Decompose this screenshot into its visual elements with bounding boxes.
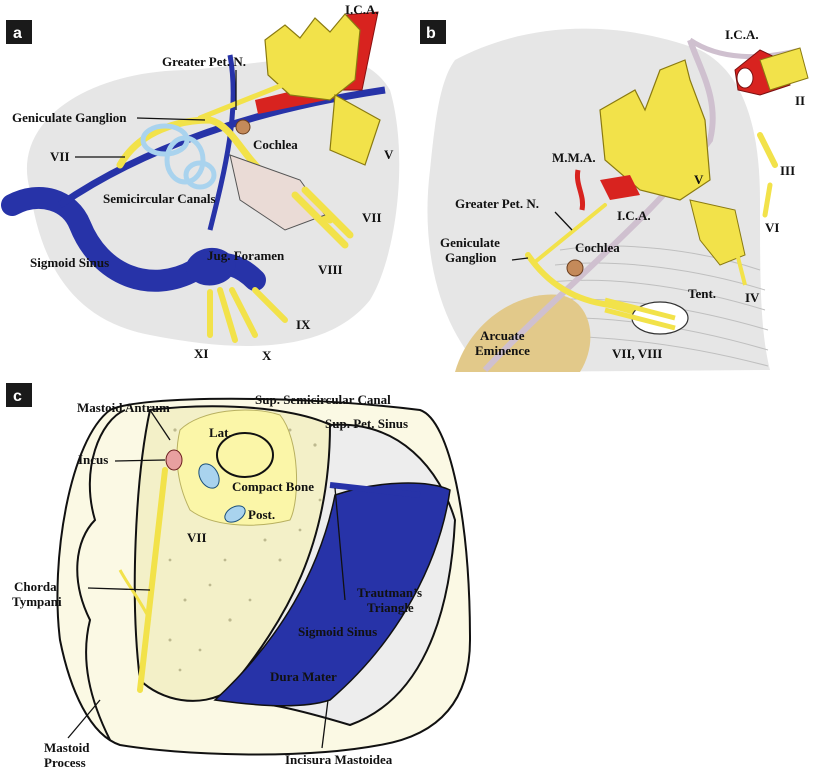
- panel-a-label-jug-foramen: Jug. Foramen: [207, 248, 285, 263]
- panel-a-greater-pet-nerve: [197, 75, 303, 121]
- panel-c-label-compact-bone: Compact Bone: [232, 479, 314, 494]
- panel-c-label-dura-mater: Dura Mater: [270, 669, 337, 684]
- panel-a-lower-cranial-nerves: [207, 287, 288, 343]
- panel-b-label-ica-mid: I.C.A.: [617, 208, 651, 223]
- panel-b-label-iii: III: [780, 163, 795, 178]
- panel-a-cochlea-shape: [235, 119, 251, 135]
- panel-a-label-vii-left: VII: [50, 149, 70, 164]
- panel-c-label-chorda-1: Chorda: [14, 579, 57, 594]
- panel-a-trigeminal-ganglion: [264, 13, 361, 101]
- panel-c-leader-incisura: [321, 699, 329, 749]
- panel-c-label-sigmoid-sinus: Sigmoid Sinus: [298, 624, 377, 639]
- panel-b-cn-iii: [757, 132, 778, 168]
- panel-c-leader-mastoid-antrum: [149, 409, 171, 441]
- panel-b-label-tent: Tent.: [688, 286, 716, 301]
- panel-a-label-cochlea: Cochlea: [253, 137, 298, 152]
- panel-c-label-mastoid-1: Mastoid: [44, 740, 90, 755]
- panel-a-label-x: X: [262, 348, 272, 363]
- panel-a-semicircular-canals: [140, 123, 217, 190]
- panel-c-sup-canal: [216, 432, 274, 478]
- panel-b-leader-geniculate: [511, 257, 529, 261]
- panel-a-label-ica: I.C.A.: [345, 2, 379, 17]
- panel-a-label-vii-right: VII: [362, 210, 382, 225]
- panel-c-leader-chorda: [87, 587, 151, 591]
- panel-b-cn-vii-viii: [604, 297, 676, 331]
- panel-c-ear-outline: [76, 409, 126, 741]
- panel-b-trigeminal-root: [689, 199, 746, 266]
- panel-c-label-post: Post.: [248, 507, 275, 522]
- panel-c-label-trautman-2: Triangle: [367, 600, 414, 615]
- panel-c: c Mastoid Antrum Sup. Semicircular Canal…: [6, 383, 472, 770]
- panel-b-label-cochlea: Cochlea: [575, 240, 620, 255]
- panel-b-cn-iv: [726, 219, 747, 286]
- panel-c-label-lat: Lat.: [209, 425, 232, 440]
- panel-c-label-incisura: Incisura Mastoidea: [285, 752, 393, 767]
- panel-b-badge: [420, 20, 446, 44]
- panel-a-label-v: V: [384, 147, 394, 162]
- panel-c-label-sup-semicircular-canal: Sup. Semicircular Canal: [255, 392, 391, 407]
- panel-a-label-greater-pet-n: Greater Pet. N.: [162, 54, 246, 69]
- panel-a-leader-geniculate: [136, 117, 206, 121]
- panel-b-label-v: V: [694, 172, 704, 187]
- panel-b-facial-nerve: [525, 252, 668, 323]
- panel-b-label-vi: VI: [765, 220, 779, 235]
- panel-a-badge: [6, 20, 32, 44]
- panel-c-leader-incus: [114, 459, 166, 462]
- panel-b-leader-greater-pet: [554, 211, 573, 231]
- panel-a-label-sigmoid-sinus: Sigmoid Sinus: [30, 255, 109, 270]
- panel-c-incus: [165, 449, 183, 471]
- panel-b-label-greater-pet-n: Greater Pet. N.: [455, 196, 539, 211]
- panel-c-label-incus: Incus: [78, 452, 108, 467]
- panel-b-label-mma: M.M.A.: [552, 150, 596, 165]
- panel-a-trigeminal-root: [329, 94, 381, 166]
- panel-b-badge-label: b: [426, 25, 436, 42]
- panel-b-label-geniculate-2: Ganglion: [445, 250, 497, 265]
- panel-a-label-xi: XI: [194, 346, 208, 361]
- panel-b-label-ii: II: [795, 93, 805, 108]
- panel-b-label-arcuate-2: Eminence: [475, 343, 530, 358]
- panel-a-internal-meatus: [229, 154, 326, 231]
- panel-a-petrosal-sinus: [207, 54, 236, 231]
- panel-a-label-ix: IX: [296, 317, 311, 332]
- panel-a: a I.C.A. Greater Pet. N. Geniculate Gang…: [1, 2, 400, 363]
- panel-b-label-arcuate-1: Arcuate: [480, 328, 525, 343]
- panel-c-label-trautman-1: Trautman’s: [357, 585, 422, 600]
- panel-a-cn-vii-viii: [291, 186, 354, 249]
- panel-b-label-vii-viii: VII, VIII: [612, 346, 662, 361]
- panel-c-badge-label: c: [13, 388, 22, 405]
- panel-c-label-mastoid-antrum: Mastoid Antrum: [77, 400, 170, 415]
- panel-c-label-mastoid-2: Process: [44, 755, 86, 770]
- panel-c-leader-trautman: [334, 487, 346, 601]
- panel-c-sup-pet-sinus: [329, 482, 421, 498]
- panel-a-transverse-sinus: [58, 86, 386, 208]
- panel-c-label-vii: VII: [187, 530, 207, 545]
- panel-c-sigmoid-sinus: [213, 482, 451, 707]
- panel-b-label-ica-top: I.C.A.: [725, 27, 759, 42]
- panel-a-label-semicircular-canals: Semicircular Canals: [103, 191, 216, 206]
- panel-c-label-chorda-2: Tympani: [12, 594, 62, 609]
- panel-b: b I.C.A. II III M.M.A. V I.C.A. VI Great…: [420, 20, 809, 373]
- panel-c-chorda-tympani: [118, 569, 152, 621]
- panel-a-label-geniculate-ganglion: Geniculate Ganglion: [12, 110, 127, 125]
- panel-b-ica-lumen: [736, 67, 754, 89]
- panel-c-badge: [6, 383, 32, 407]
- panel-b-ica-mid: [600, 175, 640, 200]
- panel-b-label-iv: IV: [745, 290, 760, 305]
- panel-c-label-sup-pet-sinus: Sup. Pet. Sinus: [325, 416, 408, 431]
- panel-a-badge-label: a: [13, 25, 22, 42]
- panel-b-label-geniculate-1: Geniculate: [440, 235, 500, 250]
- panel-a-jugular-bulb: [185, 247, 236, 286]
- panel-b-cochlea-shape: [566, 259, 584, 277]
- panel-b-cn-vi: [762, 182, 773, 218]
- panel-c-facial-nerve: [137, 467, 168, 693]
- panel-c-lat-canal: [198, 463, 220, 489]
- panel-b-optic-nerve: [759, 47, 809, 91]
- panel-b-mma: [574, 169, 586, 211]
- panel-a-label-viii: VIII: [318, 262, 343, 277]
- panel-b-greater-pet-nerve: [533, 203, 607, 264]
- panel-c-leader-mastoid-process: [67, 699, 101, 739]
- panel-c-post-canal: [224, 505, 246, 523]
